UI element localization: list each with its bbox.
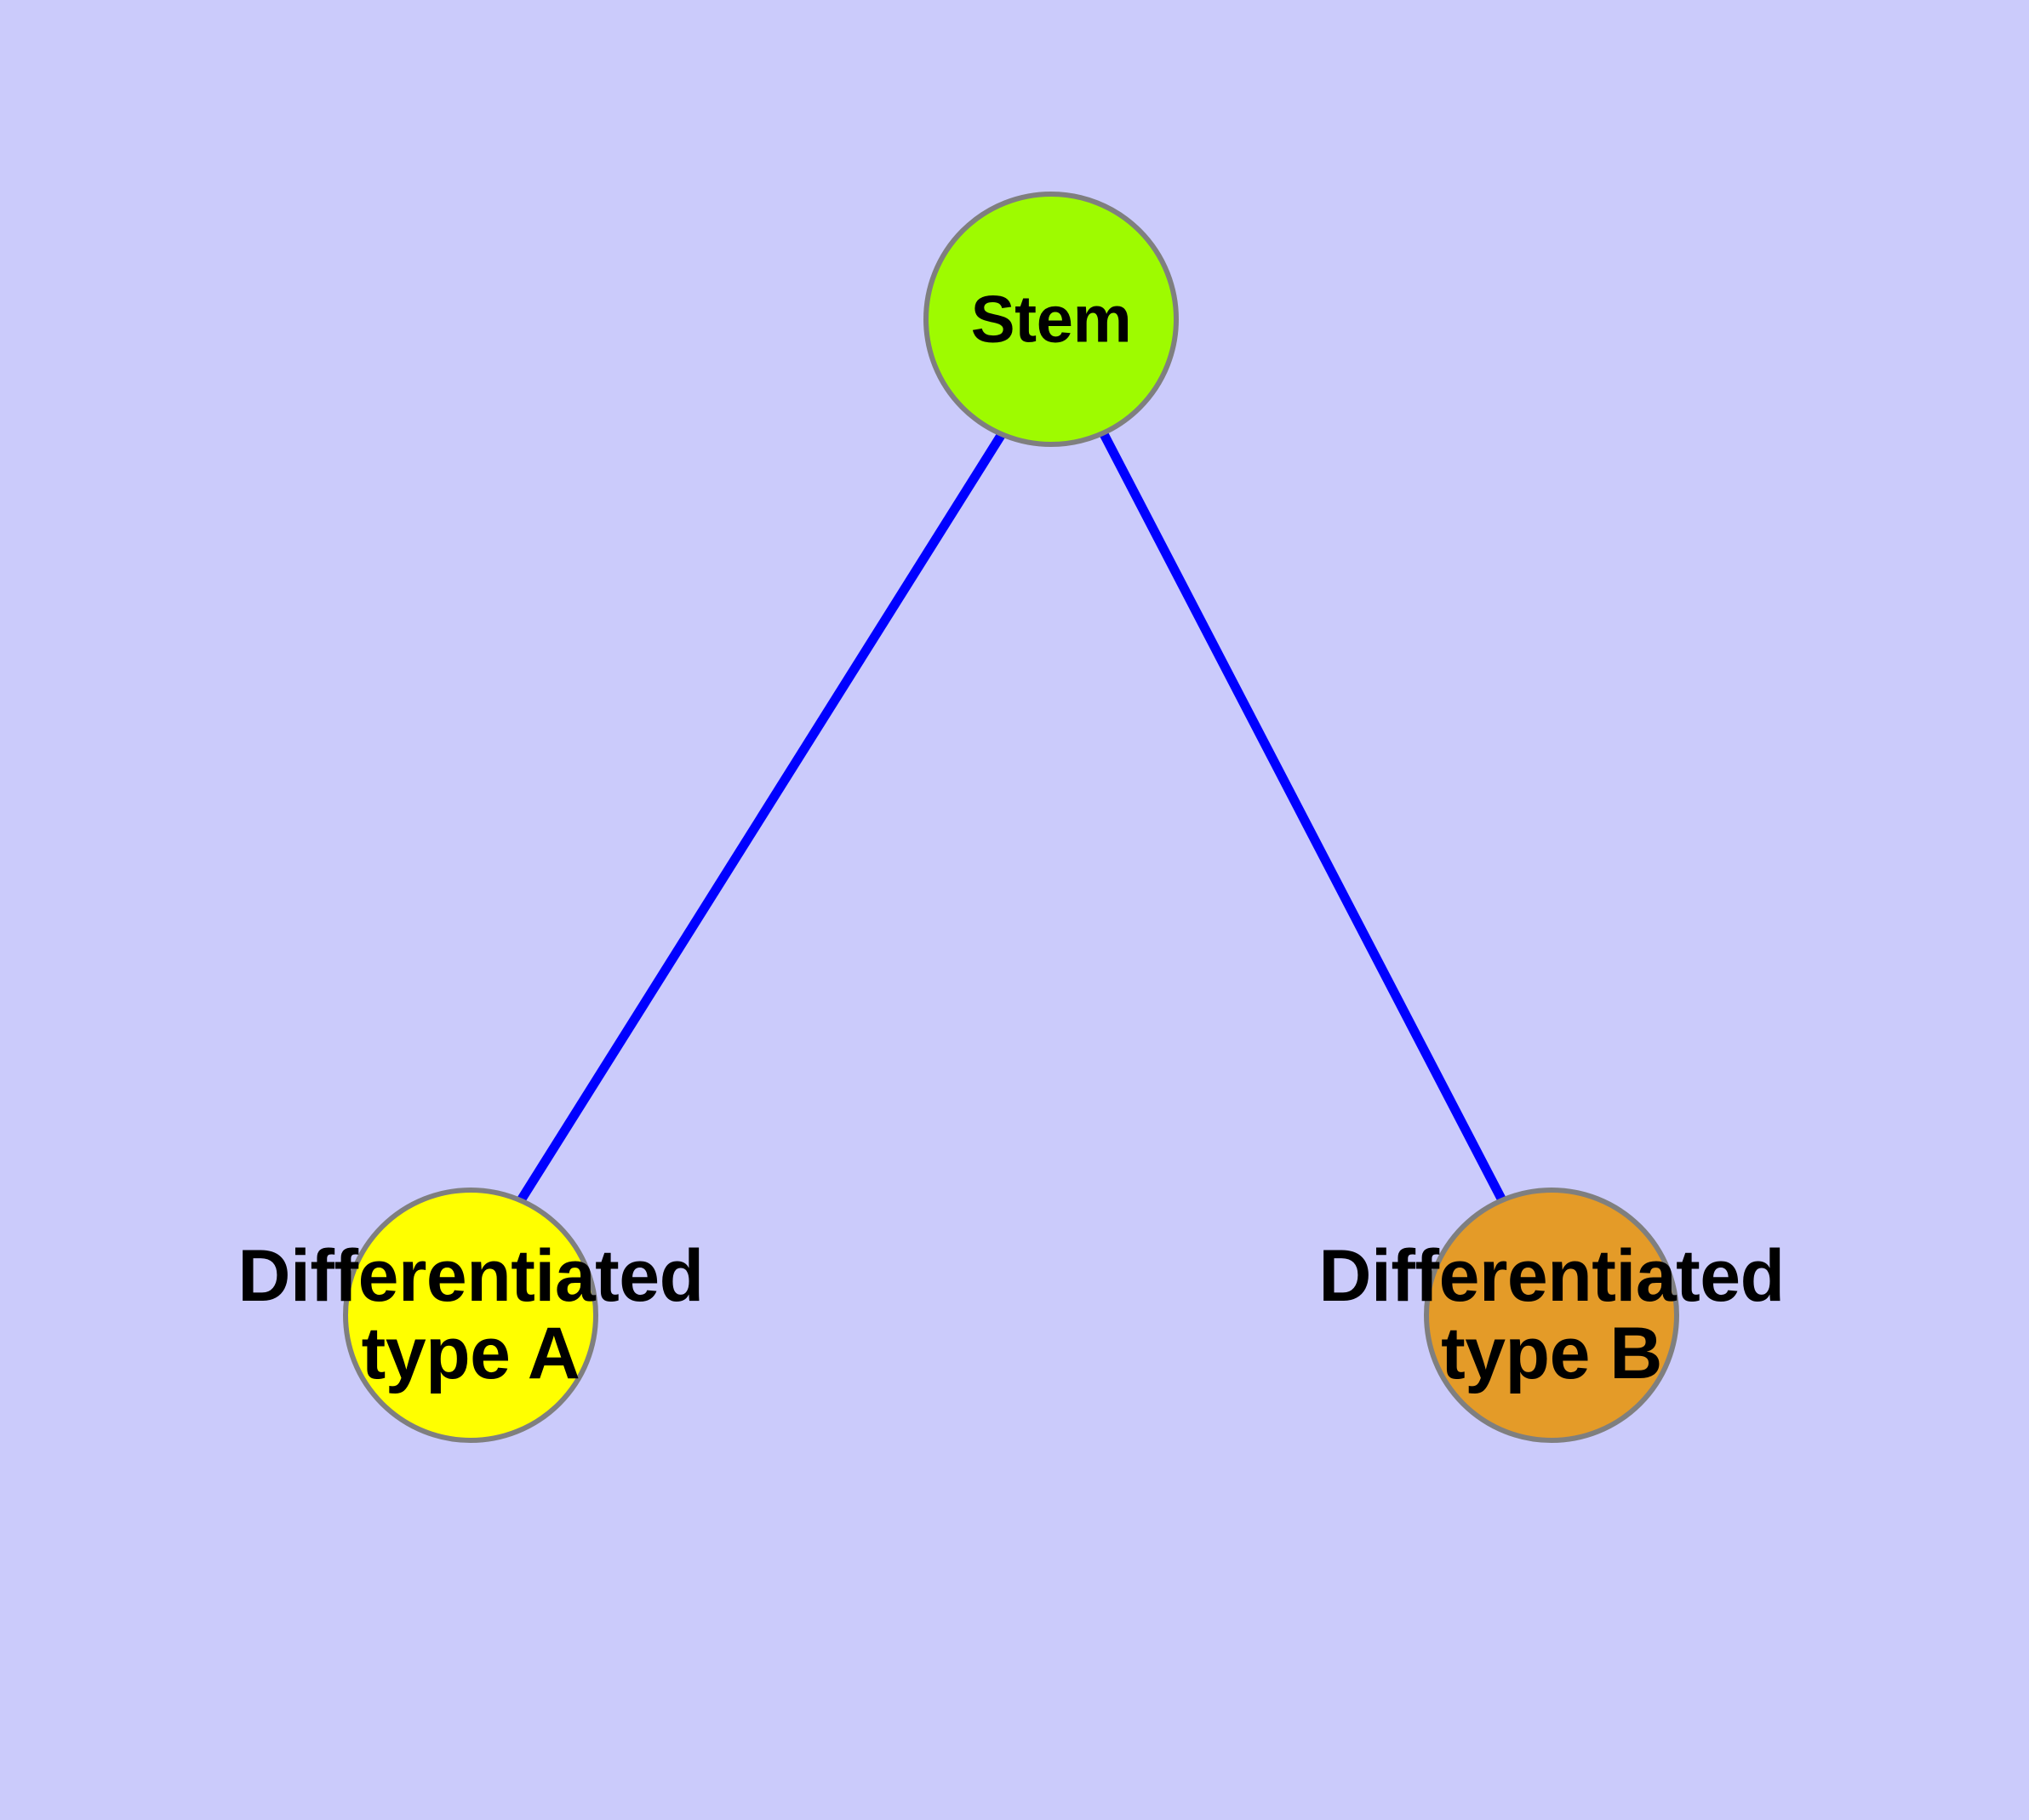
node-layer	[343, 192, 1679, 1443]
node-diff-b[interactable]	[1424, 1188, 1679, 1443]
node-diff-a[interactable]	[343, 1188, 598, 1443]
node-stem[interactable]	[923, 192, 1179, 447]
edge-stem-to-diff-b	[1100, 432, 1506, 1203]
edge-layer	[517, 432, 1506, 1203]
edge-stem-to-diff-a	[517, 432, 1006, 1203]
